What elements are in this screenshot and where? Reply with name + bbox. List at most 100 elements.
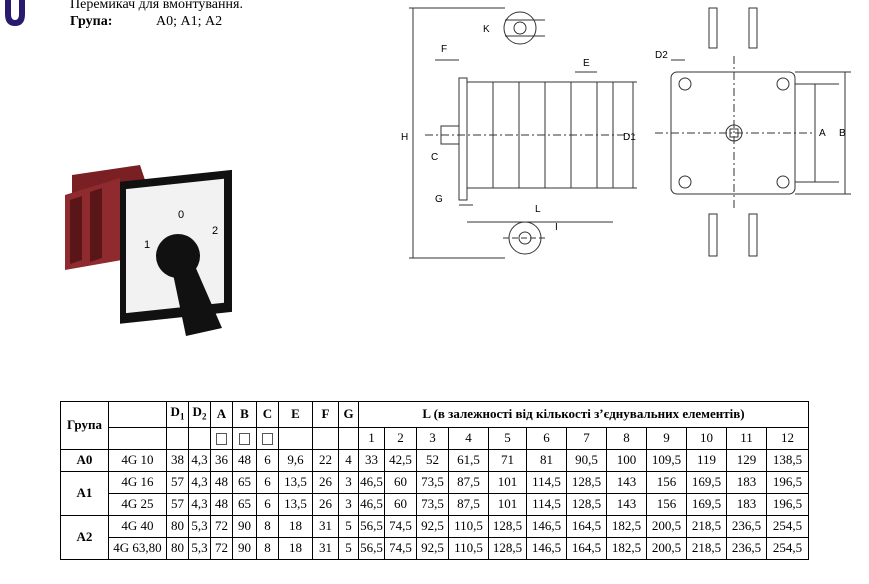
group-value: А0; А1; А2 — [156, 14, 223, 29]
value-cell: 74,5 — [384, 514, 417, 538]
value-cell: 92,5 — [416, 514, 449, 538]
l-count: 10 — [686, 426, 727, 450]
checkbox-glyph-icon — [262, 433, 273, 446]
value-cell: 183 — [726, 492, 767, 516]
value-cell: 13,5 — [278, 470, 313, 494]
value-cell: 110,5 — [448, 536, 489, 560]
value-cell: 60 — [384, 470, 417, 494]
value-cell: 156 — [646, 470, 687, 494]
col-d1: D1 — [166, 401, 189, 428]
col-d2: D2 — [188, 401, 211, 428]
value-cell: 200,5 — [646, 536, 687, 560]
checkbox-glyph-icon — [239, 433, 250, 446]
l-count: 5 — [488, 426, 527, 450]
l-count: 3 — [416, 426, 449, 450]
value-cell: 48 — [210, 492, 233, 516]
value-cell: 128,5 — [488, 514, 527, 538]
dim-l: L — [535, 204, 541, 215]
group-cell: А0 — [60, 448, 109, 472]
value-cell: 4,3 — [188, 492, 211, 516]
spec-table: Група D1 D2 A B C E F G L (в залежності … — [60, 401, 809, 560]
value-cell: 4,3 — [188, 448, 211, 472]
value-cell: 8 — [256, 514, 279, 538]
dim-a: A — [819, 128, 826, 139]
value-cell: 236,5 — [726, 536, 767, 560]
value-cell: 61,5 — [448, 448, 489, 472]
dim-i: I — [555, 222, 558, 233]
value-cell: 128,5 — [488, 536, 527, 560]
value-cell: 3 — [338, 492, 359, 516]
table-subheader-row: 1 2 3 4 5 6 7 8 9 10 11 12 — [61, 426, 809, 450]
value-cell: 42,5 — [384, 448, 417, 472]
value-cell: 74,5 — [384, 536, 417, 560]
value-cell: 101 — [488, 470, 527, 494]
value-cell: 114,5 — [526, 492, 567, 516]
pos-2-label: 2 — [212, 225, 218, 237]
value-cell: 80 — [166, 536, 189, 560]
group-label: Група: — [70, 14, 113, 29]
value-cell: 57 — [166, 470, 189, 494]
value-cell: 8 — [256, 536, 279, 560]
dim-k: K — [483, 24, 490, 35]
value-cell: 31 — [312, 536, 339, 560]
value-cell: 129 — [726, 448, 767, 472]
value-cell: 109,5 — [646, 448, 687, 472]
value-cell: 71 — [488, 448, 527, 472]
value-cell: 56,5 — [358, 514, 385, 538]
l-count: 4 — [448, 426, 489, 450]
rotary-handle — [168, 250, 222, 336]
l-count: 11 — [726, 426, 767, 450]
value-cell: 48 — [232, 448, 257, 472]
l-count: 2 — [384, 426, 417, 450]
value-cell: 169,5 — [686, 492, 727, 516]
value-cell: 146,5 — [526, 514, 567, 538]
value-cell: 46,5 — [358, 470, 385, 494]
value-cell: 169,5 — [686, 470, 727, 494]
value-cell: 5 — [338, 514, 359, 538]
value-cell: 60 — [384, 492, 417, 516]
value-cell: 31 — [312, 514, 339, 538]
model-cell: 4G 63,80 — [108, 536, 167, 560]
group-cell: А1 — [60, 470, 109, 516]
value-cell: 9,6 — [278, 448, 313, 472]
model-cell: 4G 40 — [108, 514, 167, 538]
value-cell: 236,5 — [726, 514, 767, 538]
value-cell: 87,5 — [448, 470, 489, 494]
col-a: A — [210, 401, 233, 428]
value-cell: 80 — [166, 514, 189, 538]
value-cell: 138,5 — [766, 448, 809, 472]
value-cell: 183 — [726, 470, 767, 494]
col-f: F — [312, 401, 339, 428]
value-cell: 4,3 — [188, 470, 211, 494]
value-cell: 218,5 — [686, 514, 727, 538]
table-header-row: Група D1 D2 A B C E F G L (в залежності … — [60, 401, 809, 450]
model-cell: 4G 16 — [108, 470, 167, 494]
value-cell: 128,5 — [566, 470, 607, 494]
value-cell: 100 — [606, 448, 647, 472]
dim-c: C — [431, 152, 438, 163]
l-count: 12 — [766, 426, 809, 450]
value-cell: 182,5 — [606, 536, 647, 560]
value-cell: 92,5 — [416, 536, 449, 560]
value-cell: 156 — [646, 492, 687, 516]
brand-logo-icon — [5, 0, 25, 26]
value-cell: 6 — [256, 492, 279, 516]
value-cell: 52 — [416, 448, 449, 472]
l-count: 9 — [646, 426, 687, 450]
value-cell: 56,5 — [358, 536, 385, 560]
l-count: 1 — [358, 426, 385, 450]
value-cell: 182,5 — [606, 514, 647, 538]
col-g: G — [338, 401, 359, 428]
checkbox-glyph-icon — [216, 433, 227, 446]
dim-f: F — [441, 44, 447, 55]
value-cell: 254,5 — [766, 514, 809, 538]
value-cell: 65 — [232, 492, 257, 516]
value-cell: 6 — [256, 448, 279, 472]
col-c: C — [256, 401, 279, 428]
value-cell: 114,5 — [526, 470, 567, 494]
l-count: 7 — [566, 426, 607, 450]
value-cell: 143 — [606, 470, 647, 494]
